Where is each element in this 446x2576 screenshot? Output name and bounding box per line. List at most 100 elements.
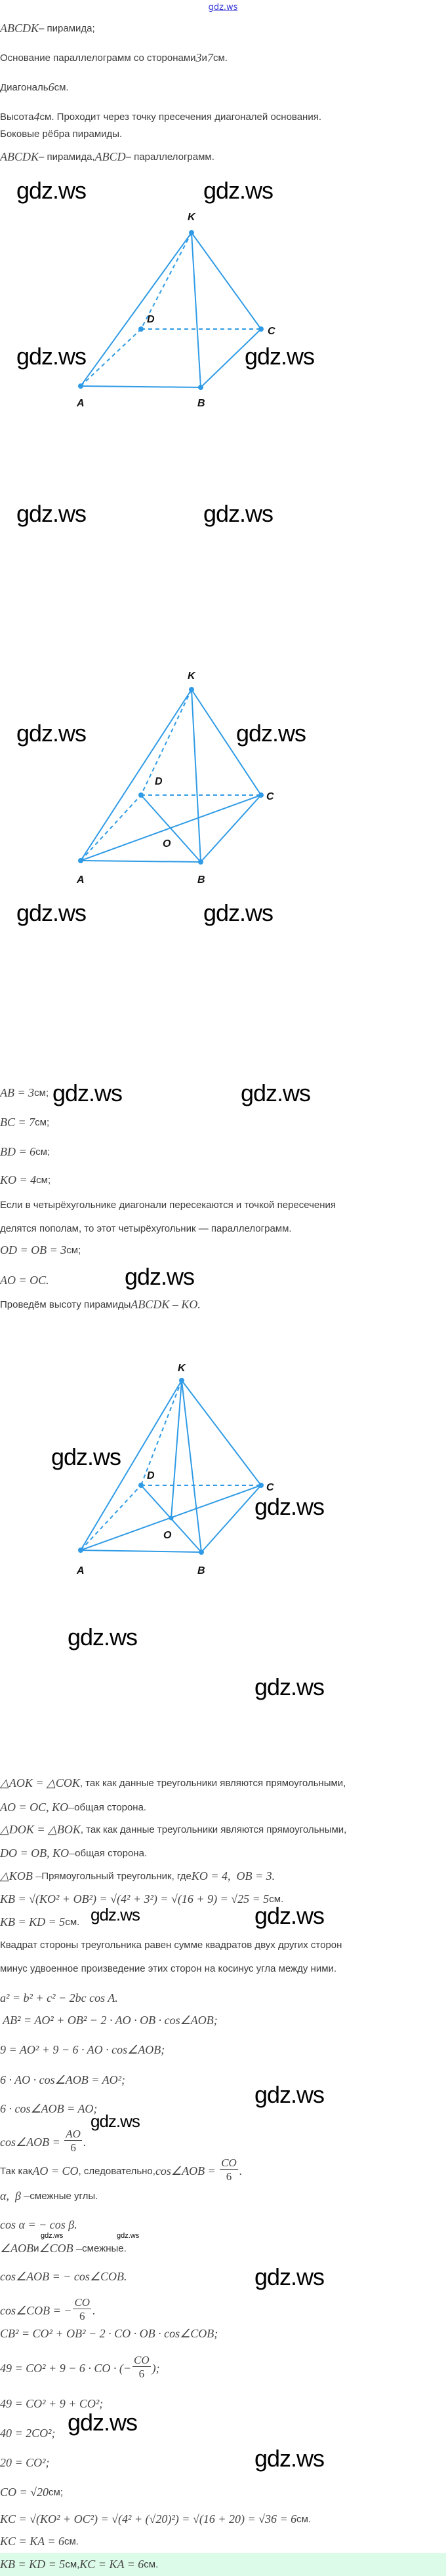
text-segment: – пирамида;	[39, 22, 95, 34]
watermark: gdz.ws	[241, 1080, 311, 1106]
solution-line: KO = 4 см;	[0, 1172, 51, 1188]
math-expression: KC = √(KO² + OC²) = √(4² + (√20)²) = √(1…	[0, 2512, 297, 2526]
text-segment: см.	[65, 1916, 80, 1928]
watermark: gdz.ws	[68, 1624, 138, 1650]
solution-line: △AOK = △COK, так как данные треугольники…	[0, 1775, 346, 1791]
watermark: gdz.ws	[236, 720, 306, 747]
math-expression: △KOB –	[0, 1869, 42, 1883]
math-expression: ∠AOB	[0, 2241, 34, 2255]
text-segment: см.	[64, 2535, 79, 2547]
math-expression: α, β –	[0, 2189, 30, 2202]
math-expression: 4	[33, 109, 40, 123]
watermark: gdz.ws	[16, 343, 87, 370]
edge-KA	[80, 232, 192, 387]
text-segment: , так как данные треугольники являются п…	[80, 1824, 347, 1835]
text-segment: минус удвоенное произведение этих сторон…	[0, 1962, 337, 1974]
solution-line: 40 = 2CO²;	[0, 2425, 56, 2441]
solution-line: 6 · AO · cos∠AOB = AO²;	[0, 2072, 125, 2088]
pyramid-figure-3: K D C O A B	[76, 1363, 274, 1576]
watermark: gdz.ws	[245, 343, 315, 370]
solution-line: CO = √20 см;	[0, 2484, 63, 2500]
label-C: C	[266, 791, 274, 802]
watermark: gdz.ws	[254, 2081, 325, 2108]
solution-line: cos∠AOB = − cos∠COB.	[0, 2269, 127, 2284]
label-A: A	[76, 874, 85, 886]
watermark: gdz.ws	[203, 177, 274, 204]
watermark: gdz.ws	[68, 2409, 138, 2436]
text-segment: см;	[35, 1146, 51, 1158]
math-expression: cos∠AOB =	[155, 2164, 219, 2177]
fraction-denominator: 6	[70, 2141, 76, 2154]
label-K: K	[178, 1363, 186, 1374]
solution-line: ABCDK – пирамида;	[0, 20, 95, 36]
label-C: C	[266, 1482, 274, 1493]
solution-line: ∠AOB и ∠COB – смежные.	[0, 2240, 127, 2256]
watermark: gdz.ws	[254, 2263, 325, 2290]
math-expression: CB² = CO² + OB² − 2 · CO · OB · cos∠COB;	[0, 2326, 218, 2340]
math-expression: AO = CO	[32, 2164, 79, 2177]
math-expression: a² = b² + c² − 2bc cos A.	[0, 1991, 118, 2004]
watermark: gdz.ws	[125, 1263, 195, 1290]
solution-line: △DOK = △BOK, так как данные треугольники…	[0, 1822, 346, 1837]
label-B: B	[197, 1565, 205, 1576]
label-B: B	[197, 398, 205, 409]
label-B: B	[197, 874, 205, 886]
text-segment: см,	[65, 2558, 80, 2570]
math-expression: BC = 7	[0, 1115, 35, 1129]
edge-BC	[200, 328, 262, 388]
math-expression: );	[152, 2361, 160, 2375]
math-expression: ABCDK – KO.	[131, 1297, 201, 1311]
watermark: gdz.ws	[91, 1905, 140, 1924]
watermark: gdz.ws	[254, 1493, 325, 1520]
watermark: gdz.ws	[16, 720, 87, 747]
solution-line: AB² = AO² + OB² − 2 · AO · OB · cos∠AOB;	[0, 2012, 218, 2028]
solution-line: KC = √(KO² + OC²) = √(4² + (√20)²) = √(1…	[0, 2511, 311, 2527]
math-expression: OD = OB = 3	[0, 1243, 67, 1257]
math-expression: AB² = AO² + OB² − 2 · AO · OB · cos∠AOB;	[0, 2013, 218, 2027]
math-expression: cos∠COB = −	[0, 2303, 72, 2317]
watermark: gdz.ws	[16, 177, 87, 204]
solution-line: Если в четырёхугольнике диагонали пересе…	[0, 1197, 336, 1213]
text-segment: Если в четырёхугольнике диагонали пересе…	[0, 1199, 336, 1211]
math-expression: KB = KD = 5	[0, 1915, 66, 1928]
solution-line: cos α = − cos β.	[0, 2217, 77, 2233]
text-segment: и	[201, 52, 207, 64]
math-expression: AO = OC.	[0, 1273, 49, 1287]
math-expression: AB = 3	[0, 1085, 35, 1099]
math-expression: AO = OC, KO–	[0, 1800, 75, 1814]
text-segment: см. Проходит через точку пресечения диаг…	[39, 111, 322, 123]
label-A: A	[76, 1565, 85, 1576]
text-segment: см.	[144, 2558, 159, 2570]
watermark: gdz.ws	[203, 500, 274, 527]
solution-line: 6 · cos∠AOB = AO;	[0, 2101, 97, 2117]
text-segment: – параллелограмм.	[125, 151, 214, 163]
solution-line: Диагональ 6 см.	[0, 79, 69, 95]
math-expression: KC = KA = 6	[79, 2557, 144, 2571]
watermark: gdz.ws	[16, 500, 87, 527]
text-segment: делятся пополам, то этот четырёхугольник…	[0, 1222, 292, 1234]
text-segment: см.	[296, 2513, 312, 2525]
watermark: gdz.ws	[91, 2111, 140, 2131]
solution-line: Боковые рёбра пирамиды.	[0, 126, 122, 142]
fraction-numerator: AO	[64, 2128, 82, 2141]
text-segment: , так как данные треугольники являются п…	[79, 1777, 346, 1789]
solution-line: 20 = CO²;	[0, 2455, 50, 2470]
text-segment: , следовательно,	[78, 2165, 155, 2177]
fraction-denominator: 6	[226, 2170, 232, 2183]
fraction-denominator: 6	[79, 2310, 85, 2322]
math-expression: KO = 4	[0, 1173, 37, 1186]
site-link[interactable]: gdz.ws	[208, 3, 238, 12]
math-expression: ABCDK	[0, 21, 39, 35]
math-expression: ABCDK	[0, 149, 39, 163]
math-expression: .	[239, 2164, 243, 2177]
solution-line: BC = 7 см;	[0, 1114, 49, 1130]
text-segment: см.	[213, 52, 228, 64]
math-expression: CO = √20	[0, 2485, 49, 2499]
watermark: gdz.ws	[254, 2445, 325, 2472]
label-O: O	[163, 1530, 172, 1541]
math-expression: △AOK = △COK	[0, 1776, 80, 1789]
